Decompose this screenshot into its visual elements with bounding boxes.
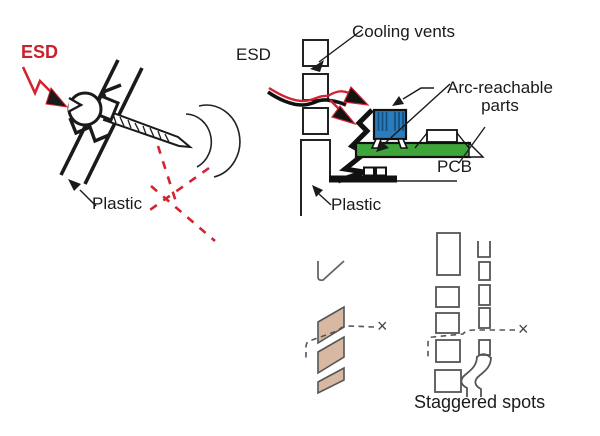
pcb-label: PCB xyxy=(437,157,472,176)
plastic-wall-line-inner xyxy=(83,67,144,185)
spot-left-1 xyxy=(436,232,461,276)
esd-label-left: ESD xyxy=(21,42,59,62)
screw-head-slot xyxy=(67,96,84,114)
esd-arrowhead-upper xyxy=(343,85,370,106)
esd-label-right: ESD xyxy=(236,45,271,64)
airflow-dashed-path-left xyxy=(305,325,375,362)
arc-reachable-arrowhead-2 xyxy=(376,141,389,152)
screw-shaft xyxy=(102,109,194,149)
plastic-right-leader-line xyxy=(318,193,332,206)
plastic-right-arrowhead xyxy=(312,185,323,197)
spot-column-right xyxy=(477,241,491,356)
esd-bolt-arrowhead xyxy=(45,86,69,108)
chip-component xyxy=(426,129,458,143)
louver-blade-1 xyxy=(317,305,345,345)
screw-through-plastic-diagram xyxy=(21,59,241,242)
esd-path-red xyxy=(268,86,329,103)
plastic-leader-arrowhead xyxy=(68,179,81,191)
airflow-dashed-path-right xyxy=(427,329,515,360)
arc-reachable-leader-1 xyxy=(402,87,434,100)
pcb-leader-line xyxy=(458,126,486,164)
arc-reachable-leader-2 xyxy=(383,83,451,145)
plastic-wall-profile xyxy=(300,139,331,216)
spot-right-open xyxy=(477,241,491,258)
louver-blades xyxy=(317,305,345,395)
esd-bolt-arrow xyxy=(21,66,55,97)
chip-leg-left xyxy=(414,132,428,149)
heatsink-fins xyxy=(377,112,404,131)
chassis-bar xyxy=(329,175,397,183)
heatsink-leg-right xyxy=(396,138,409,149)
plastic-leader-line xyxy=(79,189,97,207)
boss-step-lower xyxy=(68,117,110,144)
arc-field-line-outer xyxy=(198,104,241,178)
arc-reachable-parts-label: Arc-reachable parts xyxy=(437,79,563,115)
blocked-x-marker-left: × xyxy=(377,316,388,336)
spot-right-2 xyxy=(478,261,491,281)
blocked-x-marker-right: × xyxy=(518,319,529,339)
chip-leg-right xyxy=(456,132,470,149)
louver-profile-outline xyxy=(317,260,345,282)
base-pad-1 xyxy=(363,166,375,177)
plastic-label-left: Plastic xyxy=(92,194,143,213)
esd-path-black xyxy=(266,90,347,107)
esd-spark-dashed-lines xyxy=(146,145,216,242)
spot-right-3 xyxy=(478,284,491,306)
vent-square-1 xyxy=(302,39,329,67)
esd-branch-upper xyxy=(327,90,350,98)
cooling-vents-pcb-diagram xyxy=(266,29,486,216)
spot-column-left xyxy=(434,232,462,393)
plastic-label-right: Plastic xyxy=(331,195,382,214)
cooling-vents-leader-line xyxy=(318,29,363,63)
staggered-spots-caption: Staggered spots xyxy=(414,392,546,412)
spot-left-5 xyxy=(434,369,462,393)
louver-blade-2 xyxy=(317,335,345,375)
staggered-spots-diagram xyxy=(427,232,515,397)
spot-left-2 xyxy=(435,286,460,308)
vent-square-3 xyxy=(302,107,329,135)
louvered-vent-diagram xyxy=(305,260,375,395)
cooling-vents-arrowhead xyxy=(310,60,324,72)
arc-reachable-line1: Arc-reachable xyxy=(447,78,553,97)
arc-reachable-arrowhead-1 xyxy=(392,96,404,106)
spot-left-4 xyxy=(435,339,461,363)
louver-blade-3 xyxy=(317,366,345,395)
base-pad-2 xyxy=(375,166,387,177)
esd-arrowhead-lower xyxy=(331,105,357,126)
arc-field-line-inner xyxy=(185,113,213,168)
spot-right-4 xyxy=(478,307,491,329)
arc-reachable-line2: parts xyxy=(481,96,519,115)
spot-left-3 xyxy=(435,312,460,334)
spot-right-5 xyxy=(478,339,491,356)
cooling-vents-label: Cooling vents xyxy=(352,22,456,41)
s-curve-path-wall xyxy=(460,353,492,397)
